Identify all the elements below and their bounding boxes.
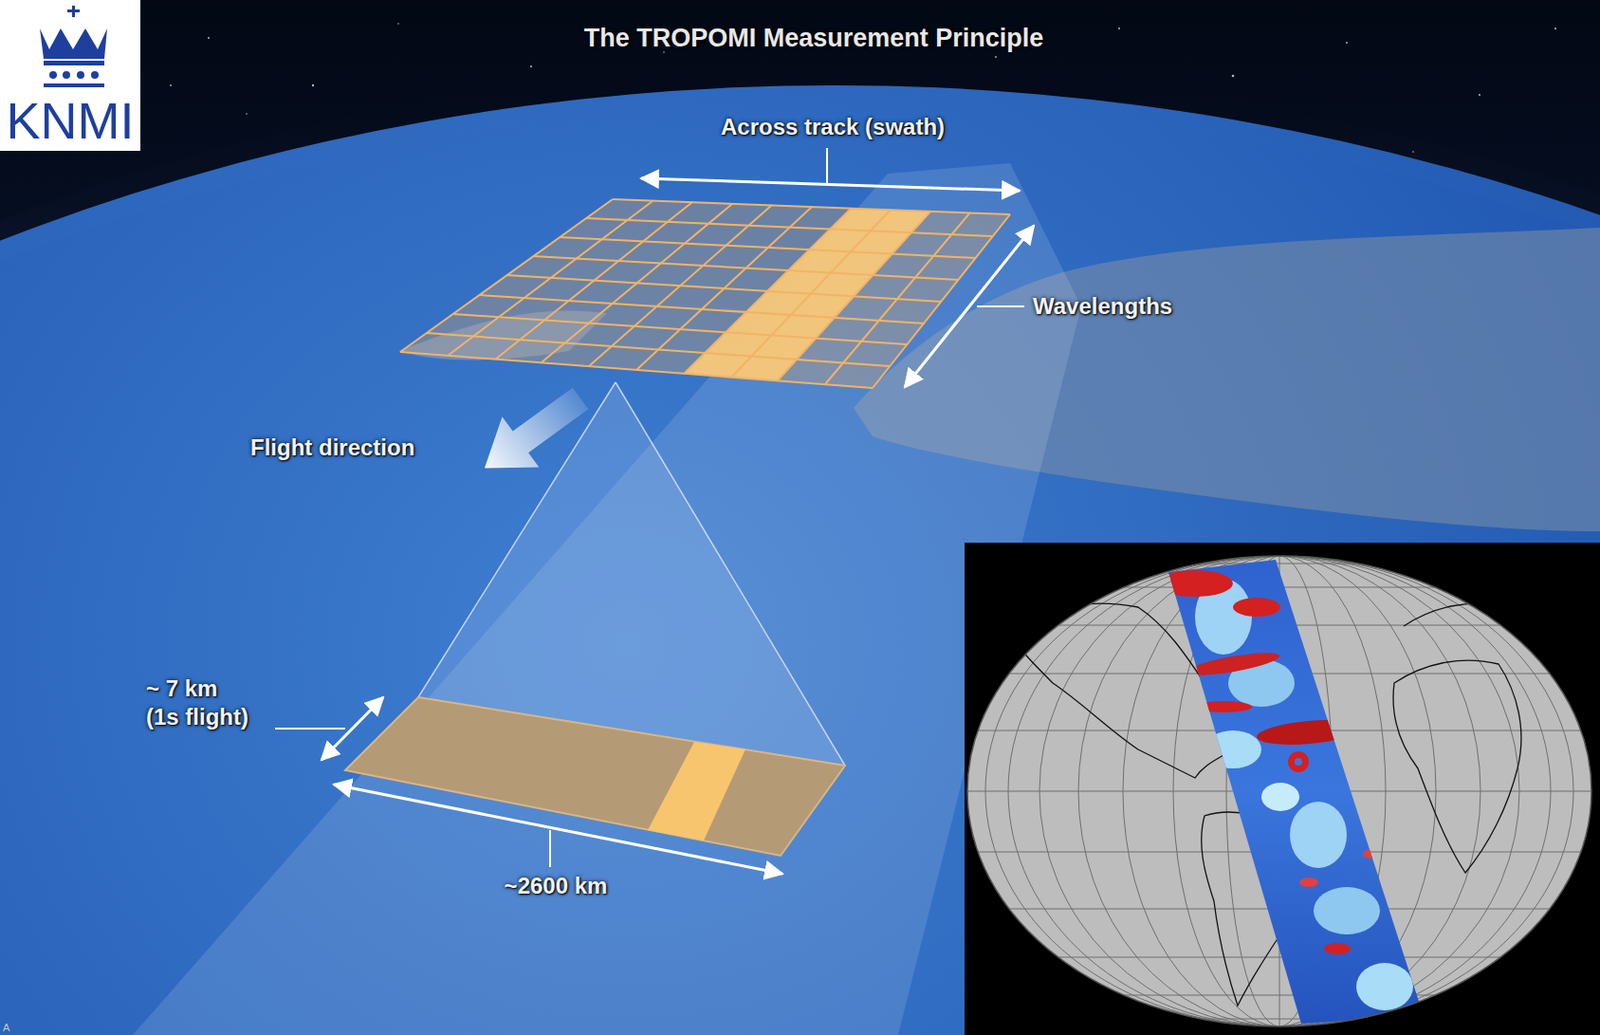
direction-label: Flight direction (250, 434, 415, 461)
diagram-title: The TROPOMI Measurement Principle (584, 23, 1045, 54)
dimension-arrows (275, 147, 1034, 874)
inset-map (964, 542, 1600, 1035)
corner-mark: A (2, 1021, 10, 1033)
crown-symbol (39, 5, 108, 88)
detector-grid (400, 199, 1011, 388)
dimension-label: ~2600 km (504, 872, 608, 900)
fov-edge (615, 382, 846, 766)
atmosphere-glow (0, 85, 1600, 1035)
ground-strip (345, 697, 846, 856)
dimension-label: (1s flight) (146, 703, 249, 731)
earth (0, 85, 1600, 1035)
swath-band (132, 163, 1082, 1035)
flight-direction-arrow (465, 372, 599, 494)
dimension-label: ~ 7 km (146, 675, 218, 702)
axis-label: Wavelengths (1032, 293, 1173, 320)
dimension-label: Across track (swath) (720, 113, 945, 141)
logo-text: KNMI (6, 91, 135, 150)
logo-background (0, 0, 141, 151)
